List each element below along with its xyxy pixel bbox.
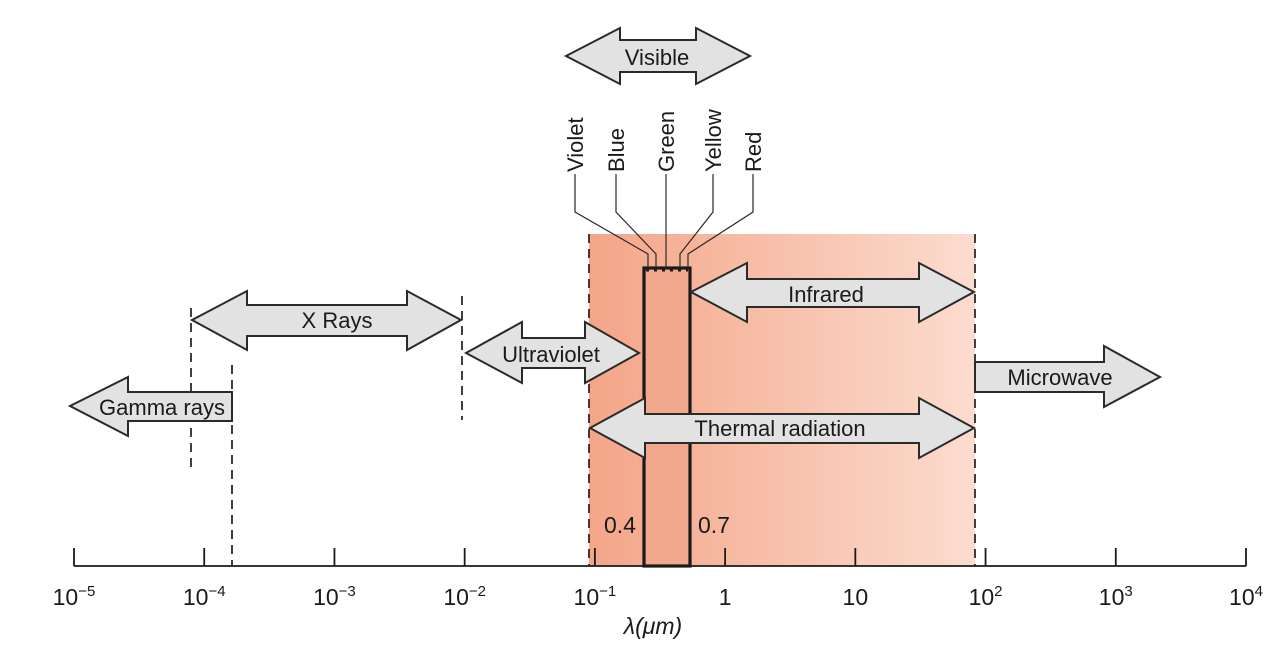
leader-blue [615, 174, 657, 268]
axis-tick-label: 102 [969, 583, 1003, 610]
leader-red [687, 174, 754, 268]
axis-tick-label: 103 [1099, 583, 1133, 610]
color-label-red: Red [741, 132, 766, 172]
color-label-blue: Blue [604, 128, 629, 172]
visible-label: Visible [625, 45, 689, 70]
ultraviolet-arrow [463, 320, 642, 385]
microwave-label: Microwave [1007, 365, 1112, 390]
axis-tick-label: 10−1 [574, 583, 617, 610]
xrays-arrow [189, 289, 464, 352]
gamma-arrow [67, 375, 233, 438]
axis-tick-label: 1 [719, 584, 732, 610]
thermal-radiation-label: Thermal radiation [694, 416, 865, 441]
axis-tick-label: 10 [843, 584, 869, 610]
axis-tick-label: 10−5 [53, 583, 96, 610]
xrays-label: X Rays [302, 308, 373, 333]
infrared-label: Infrared [788, 282, 864, 307]
axis-tick-label: 10−2 [443, 583, 486, 610]
ultraviolet-label: Ultraviolet [502, 342, 600, 367]
color-label-violet: Violet [563, 117, 588, 172]
leader-yellow [679, 174, 714, 268]
leader-violet [574, 174, 649, 268]
axis-tick-label: 104 [1229, 583, 1263, 610]
visible-lower-limit: 0.4 [604, 512, 636, 538]
visible-upper-limit: 0.7 [698, 512, 730, 538]
infrared-arrow [688, 261, 977, 324]
axis-label: λ(μm) [622, 613, 682, 639]
color-label-green: Green [654, 111, 679, 172]
thermal-radiation-arrow [587, 396, 977, 460]
gamma-label: Gamma rays [99, 395, 225, 420]
color-label-yellow: Yellow [701, 109, 726, 172]
axis-tick-label: 10−3 [313, 583, 356, 610]
visible-arrow [563, 26, 753, 86]
axis-tick-label: 10−4 [183, 583, 226, 610]
microwave-arrow [974, 344, 1163, 409]
